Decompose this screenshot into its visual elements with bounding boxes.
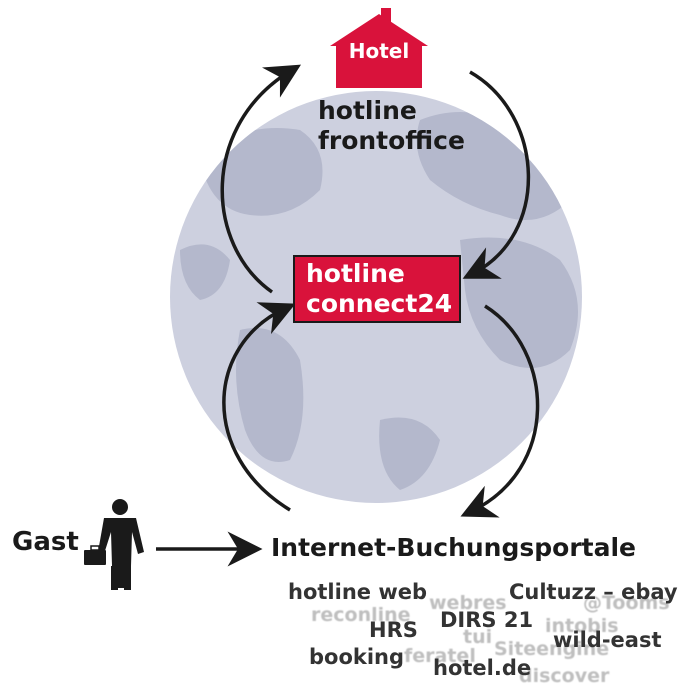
portal-name: HRS (369, 618, 418, 642)
faded-portal: discover (519, 665, 610, 687)
frontoffice-line2: frontoffice (318, 126, 465, 155)
faded-portal: Siteengine (494, 638, 610, 660)
hotel-house-icon (330, 8, 428, 88)
frontoffice-label: hotline frontoffice (318, 96, 465, 156)
faded-portal: tui (463, 626, 493, 648)
arrow-connect-to-hotel (220, 64, 302, 294)
faded-portal: @Tooms (583, 592, 670, 614)
businessman-icon (84, 499, 144, 590)
hotel-label: Hotel (348, 39, 410, 63)
portal-name: DIRS 21 (440, 608, 534, 632)
portal-name: wild-east (553, 628, 662, 652)
arrow-connect-to-portale (460, 304, 540, 518)
portal-name: Cultuzz – ebay (509, 580, 678, 604)
portals-heading: Internet-Buchungsportale (271, 533, 637, 562)
faded-portal: reconline (311, 604, 411, 626)
guest-label: Gast (12, 527, 79, 557)
connect24-line1: hotline (306, 259, 405, 288)
faded-portal: feratel (404, 645, 476, 667)
portal-name: hotline web (288, 580, 427, 604)
frontoffice-line1: hotline (318, 96, 417, 125)
arrow-portale-to-connect (222, 302, 296, 512)
connect24-line2: connect24 (306, 289, 453, 318)
faded-portal: intobis (545, 615, 619, 637)
portal-name: booking (309, 645, 405, 669)
connect24-label: hotline connect24 (306, 259, 452, 319)
faded-portal: webres (429, 592, 507, 614)
arrow-hotel-to-connect (462, 70, 531, 279)
connect24-box (293, 255, 461, 323)
portal-name: hotel.de (433, 656, 532, 680)
